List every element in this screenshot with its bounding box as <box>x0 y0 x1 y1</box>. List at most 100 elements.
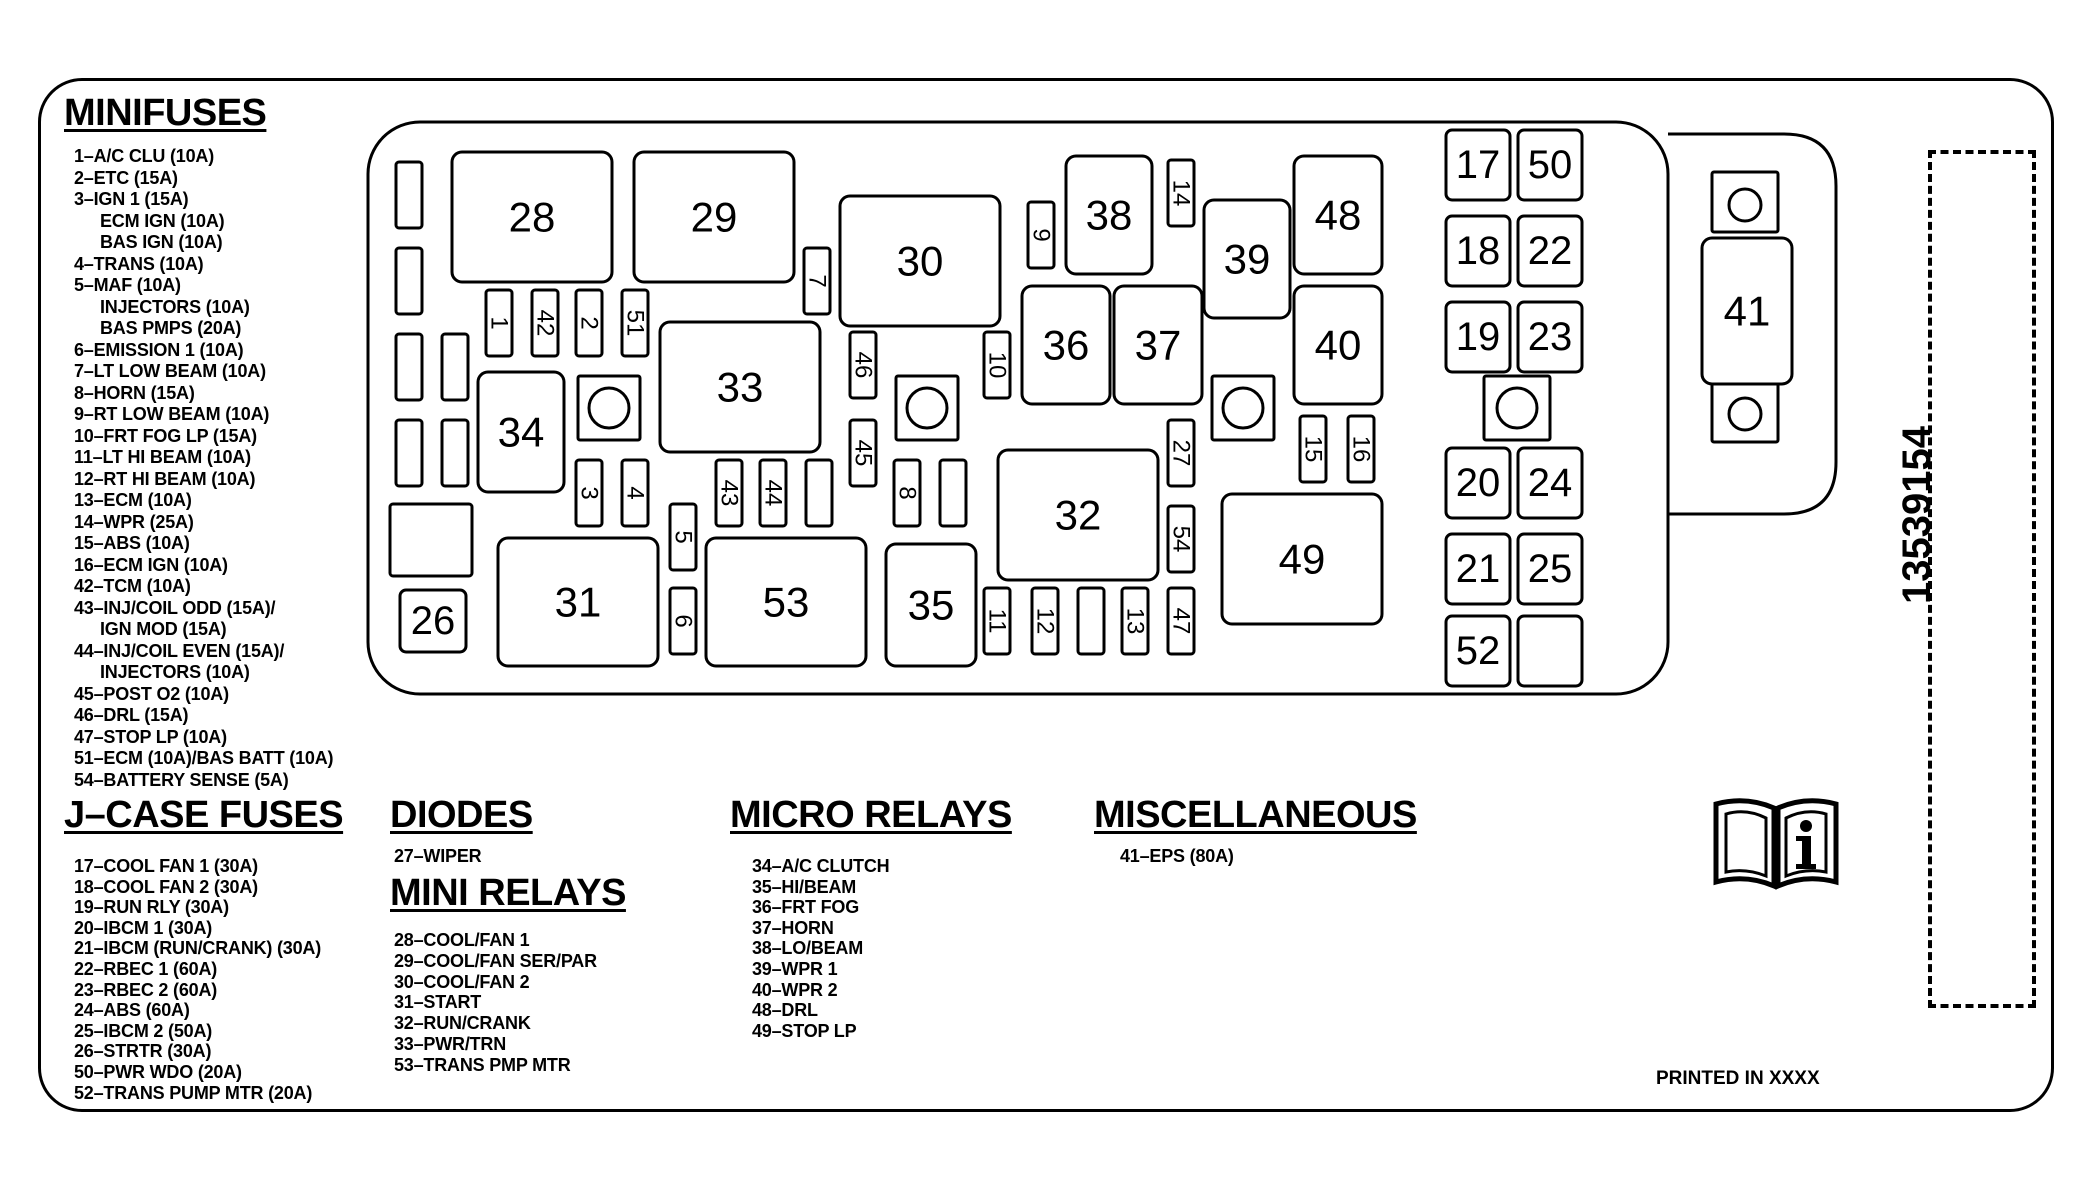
relay-34 <box>476 370 566 494</box>
legend-entry: 44–INJ/COIL EVEN (15A)/ <box>74 640 285 661</box>
legend-entry: 14–WPR (25A) <box>74 511 194 532</box>
minifuse-51 <box>620 288 650 358</box>
legend-entry: 11–LT HI BEAM (10A) <box>74 447 251 467</box>
legend-entry: 26–STRTR (30A) <box>74 1041 212 1062</box>
relay-30 <box>838 194 1002 328</box>
fuse-block-outline <box>366 120 1670 696</box>
legend-entry: 48–DRL <box>752 1000 818 1021</box>
minifuse-54 <box>1166 504 1196 574</box>
empty-fuse-slot <box>440 418 470 488</box>
relay-35 <box>884 542 978 668</box>
slot-label: 25 <box>1528 547 1573 591</box>
barcode-area <box>1928 150 2036 1008</box>
minifuse-6 <box>668 586 698 656</box>
slot-label: 9 <box>1028 228 1055 241</box>
slot-label: 18 <box>1456 229 1501 273</box>
jcase-fuses-list: 17–COOL FAN 1 (30A)18–COOL FAN 2 (30A)19… <box>74 856 321 1103</box>
legend-entry: 53–TRANS PMP MTR <box>394 1054 571 1075</box>
micro-relays-heading: MICRO RELAYS <box>730 794 1012 836</box>
minifuse-44 <box>758 458 788 528</box>
slot-label: 12 <box>1032 608 1059 635</box>
legend-entry: 36–FRT FOG <box>752 897 860 918</box>
minifuse-10 <box>982 330 1012 400</box>
slot-label: 20 <box>1456 461 1501 505</box>
legend-entry: 38–LO/BEAM <box>752 938 864 959</box>
legend-entry: 5–MAF (10A) <box>74 275 181 295</box>
slot-label: 27 <box>1168 440 1195 467</box>
minifuse-16 <box>1346 414 1376 484</box>
slot-label: 24 <box>1528 461 1573 505</box>
legend-entry: 41–EPS (80A) <box>1120 846 1234 866</box>
legend-entry: 15–ABS (10A) <box>74 533 190 553</box>
legend-entry: 31–START <box>394 992 482 1013</box>
slot-label: 19 <box>1456 315 1501 359</box>
mounting-boss <box>576 374 642 442</box>
bolt-hole <box>1495 386 1539 430</box>
jcase-fuse-21 <box>1444 532 1512 606</box>
slot-label: 2 <box>576 316 603 329</box>
jcase-fuse-23 <box>1516 300 1584 374</box>
relay-39 <box>1202 198 1292 320</box>
minifuse-47 <box>1166 586 1196 656</box>
legend-entry: 45–POST O2 (10A) <box>74 683 229 704</box>
jcase-fuse-18 <box>1444 214 1512 288</box>
legend-entry: 7–LT LOW BEAM (10A) <box>74 361 266 381</box>
slot-label: 10 <box>984 352 1011 379</box>
legend-entry: 16–ECM IGN (10A) <box>74 554 228 575</box>
miscellaneous-list: 41–EPS (80A) <box>1120 846 1234 868</box>
mega-fuse-terminal-top <box>1710 170 1780 234</box>
slot-label: 26 <box>411 599 456 643</box>
legend-entry: 37–HORN <box>752 917 834 938</box>
slot-label: 35 <box>908 582 955 629</box>
slot-label: 44 <box>760 480 787 507</box>
slot-label: 34 <box>498 409 545 456</box>
relay-31 <box>496 536 660 668</box>
legend-entry: 33–PWR/TRN <box>394 1033 507 1054</box>
legend-entry: 2–ETC (15A) <box>74 167 178 188</box>
empty-fuse-slot <box>394 246 424 316</box>
jcase-fuse-50 <box>1516 128 1584 202</box>
legend-entry: 17–COOL FAN 1 (30A) <box>74 856 258 876</box>
legend-entry: 46–DRL (15A) <box>74 705 189 725</box>
minifuse-8 <box>892 458 922 528</box>
minifuse-15 <box>1298 414 1328 484</box>
owner-manual-icon <box>1713 798 1839 890</box>
slot-label: 51 <box>622 310 649 337</box>
slot-label: 47 <box>1168 608 1195 635</box>
jcase-fuse-52 <box>1444 614 1512 688</box>
jcase-fuse-20 <box>1444 446 1512 520</box>
relay-49 <box>1220 492 1384 626</box>
empty-fuse-slot <box>394 160 424 230</box>
minifuse-27 <box>1166 418 1196 488</box>
slot-label: 49 <box>1279 536 1326 583</box>
slot-label: 53 <box>763 579 810 626</box>
legend-entry: 28–COOL/FAN 1 <box>394 930 530 950</box>
bolt-hole <box>587 386 631 430</box>
legend-entry: 20–IBCM 1 (30A) <box>74 917 213 938</box>
legend-entry: 8–HORN (15A) <box>74 382 195 403</box>
empty-fuse-slot <box>1076 586 1106 656</box>
empty-fuse-slot <box>394 332 424 402</box>
legend-entry: 32–RUN/CRANK <box>394 1013 531 1034</box>
legend-entry: 9–RT LOW BEAM (10A) <box>74 404 270 424</box>
slot-label: 36 <box>1043 322 1090 369</box>
minifuse-43 <box>714 458 744 528</box>
legend-entry: 51–ECM (10A)/BAS BATT (10A) <box>74 748 334 768</box>
empty-fuse-slot <box>394 418 424 488</box>
slot-label: 3 <box>576 486 603 499</box>
minifuse-9 <box>1026 200 1056 270</box>
slot-label: 43 <box>716 480 743 507</box>
mega-fuse-terminal-bottom <box>1710 380 1780 444</box>
slot-label: 48 <box>1315 192 1362 239</box>
minifuse-11 <box>982 586 1012 656</box>
legend-entry: 18–COOL FAN 2 (30A) <box>74 876 258 897</box>
legend-entry: 6–EMISSION 1 (10A) <box>74 339 244 360</box>
legend-entry: 43–INJ/COIL ODD (15A)/ <box>74 597 276 618</box>
slot-label: 52 <box>1456 629 1501 673</box>
legend-entry: ECM IGN (10A) <box>100 210 225 231</box>
legend-entry: 42–TCM (10A) <box>74 576 191 596</box>
relay-32 <box>996 448 1160 582</box>
empty-jcase-slot <box>1516 614 1584 688</box>
legend-entry: 25–IBCM 2 (50A) <box>74 1020 213 1041</box>
minifuse-5 <box>668 502 698 572</box>
